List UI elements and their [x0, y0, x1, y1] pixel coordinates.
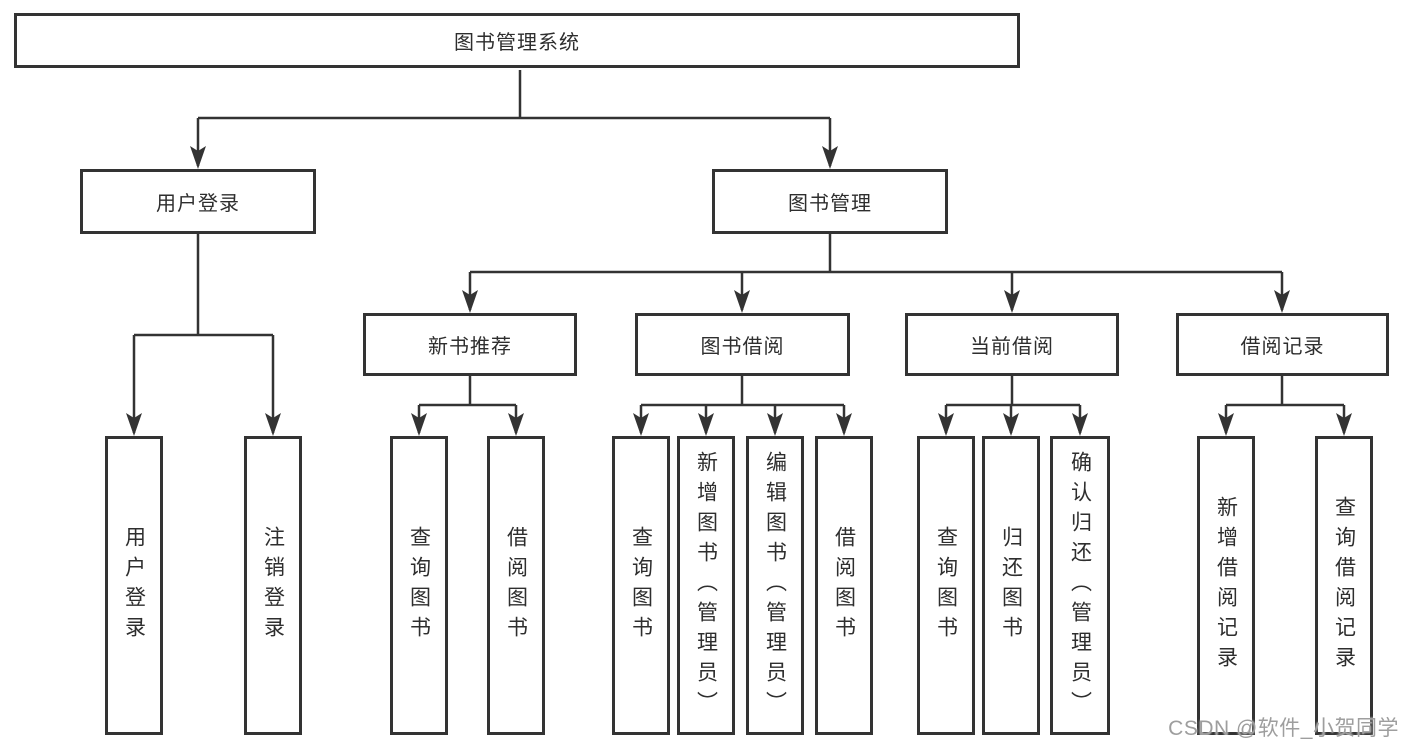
leaf-user-login: 用户登录 — [105, 436, 163, 735]
node-book-borrow-label: 图书借阅 — [700, 336, 785, 358]
node-user-login-label: 用户登录 — [156, 193, 240, 215]
leaf-edit-book-admin: 编辑图书（管理员） — [746, 436, 804, 735]
leaf-query-books-current-label: 查询图书 — [934, 525, 958, 646]
leaf-logout-label: 注销登录 — [261, 525, 285, 646]
node-book-borrow: 图书借阅 — [635, 313, 850, 376]
leaf-add-borrow-record-label: 新增借阅记录 — [1214, 495, 1238, 676]
leaf-add-book-admin-label: 新增图书（管理员） — [694, 450, 718, 721]
node-book-management-label: 图书管理 — [788, 193, 872, 215]
leaf-confirm-return-admin-label: 确认归还（管理员） — [1068, 450, 1092, 721]
node-borrow-records: 借阅记录 — [1176, 313, 1389, 376]
node-book-management: 图书管理 — [712, 169, 948, 234]
node-root-label: 图书管理系统 — [454, 32, 580, 54]
leaf-borrow-books: 借阅图书 — [815, 436, 873, 735]
node-new-book-recommend-label: 新书推荐 — [428, 336, 512, 358]
leaf-query-books-borrow: 查询图书 — [612, 436, 670, 735]
leaf-return-book-label: 归还图书 — [999, 525, 1023, 646]
leaf-query-books-current: 查询图书 — [917, 436, 975, 735]
csdn-watermark: CSDN @软件_小贺同学 — [1168, 717, 1399, 740]
node-new-book-recommend: 新书推荐 — [363, 313, 577, 376]
node-borrow-records-label: 借阅记录 — [1240, 336, 1325, 358]
leaf-query-borrow-record-label: 查询借阅记录 — [1332, 495, 1356, 676]
node-current-borrow-label: 当前借阅 — [970, 336, 1054, 358]
leaf-add-book-admin: 新增图书（管理员） — [677, 436, 735, 735]
leaf-confirm-return-admin: 确认归还（管理员） — [1050, 436, 1110, 735]
node-root-system: 图书管理系统 — [14, 13, 1020, 68]
node-user-login: 用户登录 — [80, 169, 316, 234]
leaf-edit-book-admin-label: 编辑图书（管理员） — [763, 450, 787, 721]
leaf-query-books-recommend-label: 查询图书 — [407, 525, 431, 646]
leaf-logout: 注销登录 — [244, 436, 302, 735]
leaf-borrow-books-recommend: 借阅图书 — [487, 436, 545, 735]
leaf-query-books-borrow-label: 查询图书 — [629, 525, 653, 646]
leaf-borrow-books-label: 借阅图书 — [832, 525, 856, 646]
leaf-user-login-label: 用户登录 — [122, 525, 146, 646]
node-current-borrow: 当前借阅 — [905, 313, 1119, 376]
leaf-query-borrow-record: 查询借阅记录 — [1315, 436, 1373, 735]
leaf-return-book: 归还图书 — [982, 436, 1040, 735]
leaf-borrow-books-recommend-label: 借阅图书 — [504, 525, 528, 646]
connector-edges — [132, 70, 1346, 433]
leaf-query-books-recommend: 查询图书 — [390, 436, 448, 735]
leaf-add-borrow-record: 新增借阅记录 — [1197, 436, 1255, 735]
